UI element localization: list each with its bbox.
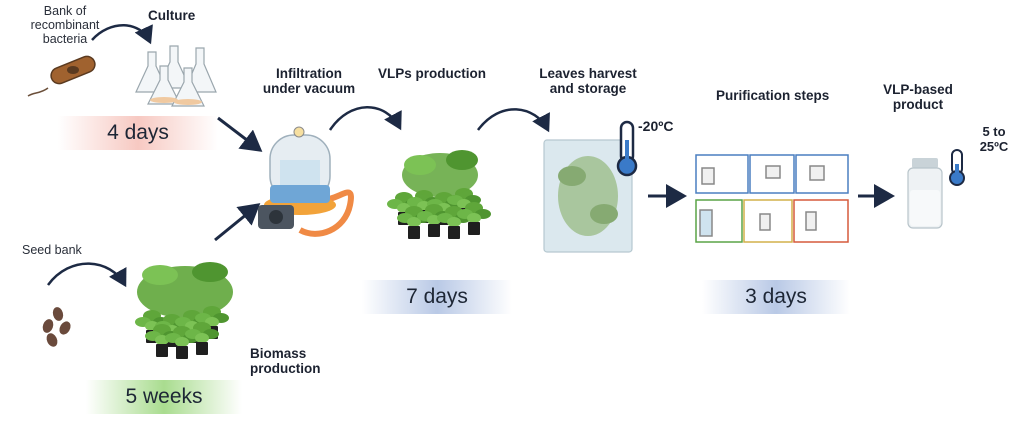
flasks-icon xyxy=(135,45,217,107)
label-seed-bank: Seed bank xyxy=(22,243,82,257)
label-vlps-production: VLPs production xyxy=(378,66,486,81)
seeds-icon xyxy=(42,307,71,347)
arrow-biomass-to-infiltration xyxy=(214,203,261,242)
thermometer-icon-storage xyxy=(616,120,638,177)
thermometer-icon-product xyxy=(949,149,965,186)
label-biomass-production: Biomass production xyxy=(250,346,321,377)
temperature-product: 5 to 25ºC xyxy=(979,124,1009,154)
duration-culture: 4 days xyxy=(58,116,218,150)
curved-arrow-seed-to-biomass xyxy=(46,262,127,288)
purification-scheme-icon xyxy=(695,154,849,243)
duration-vlps: 7 days xyxy=(362,280,512,314)
plants-icon-vlps xyxy=(387,150,491,239)
vacuum-chamber-icon xyxy=(258,126,354,237)
label-infiltration-under-vacuum: Infiltration under vacuum xyxy=(262,66,356,97)
arrow-culture-to-infiltration xyxy=(217,116,263,152)
duration-purification: 3 days xyxy=(702,280,850,314)
label-vlp-based-product: VLP-based product xyxy=(883,82,953,113)
duration-biomass: 5 weeks xyxy=(86,380,242,414)
plants-icon-biomass xyxy=(135,262,233,359)
vial-icon xyxy=(907,158,943,229)
label-purification-steps: Purification steps xyxy=(716,88,830,103)
bacterium-icon xyxy=(27,55,96,97)
temperature-storage: -20ºC xyxy=(638,118,674,134)
storage-bag-icon xyxy=(543,139,633,253)
label-leaves-harvest: Leaves harvest and storage xyxy=(539,66,637,97)
curved-arrow-to-vlps xyxy=(328,106,402,131)
curved-arrow-bank-to-culture xyxy=(91,24,153,45)
label-bank-of-recombinant-bacteria: Bank of recombinant bacteria xyxy=(30,4,100,46)
curved-arrow-to-harvest xyxy=(476,108,550,133)
label-culture: Culture xyxy=(148,8,196,23)
